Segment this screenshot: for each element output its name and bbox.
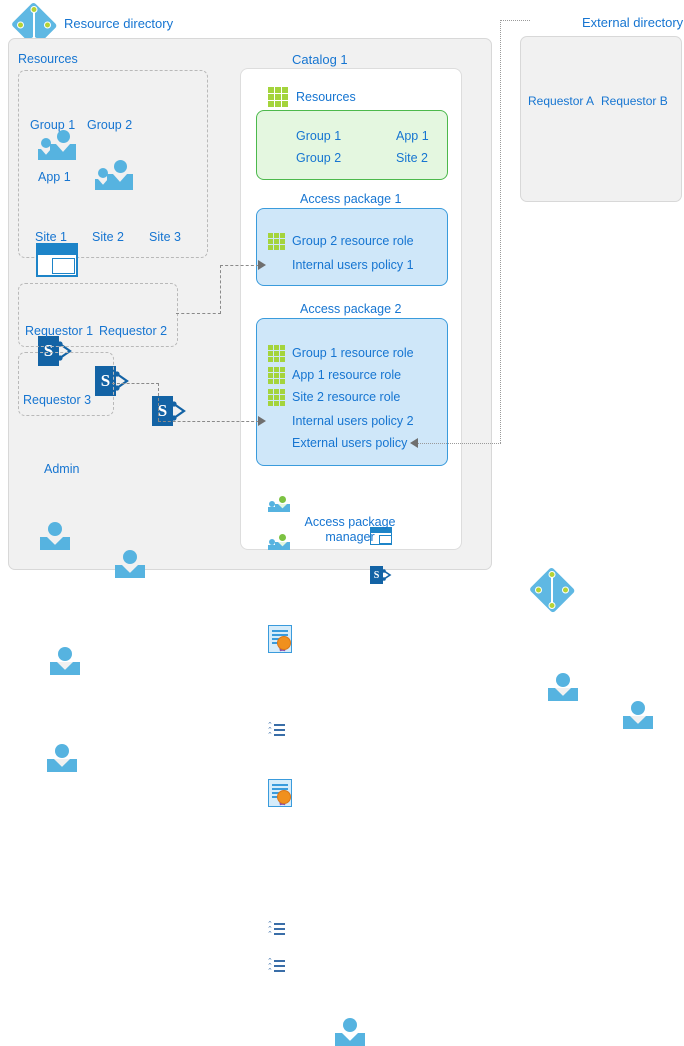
access-package-1-box bbox=[256, 208, 448, 286]
catalog-resource-group-1: Group 1 bbox=[296, 129, 342, 143]
external-directory-label: External directory bbox=[582, 15, 684, 30]
internal-requestors-group-2-box bbox=[18, 352, 114, 416]
resource-label-site-3: Site 3 bbox=[149, 230, 181, 244]
connector-arrow-internal-users-policy-2 bbox=[258, 416, 266, 426]
person-icon bbox=[335, 1018, 365, 1046]
requestor-a-label: Requestor A bbox=[528, 94, 595, 108]
connector-arrow-internal-users-policy-1 bbox=[258, 260, 266, 270]
azure-ad-icon-external-directory bbox=[525, 563, 579, 617]
catalog-resource-site-2: Site 2 bbox=[396, 151, 428, 165]
access-package-2-item-group-1-resource-role: Group 1 resource role bbox=[292, 346, 414, 360]
resource-label-site-1: Site 1 bbox=[35, 230, 67, 244]
access-package-manager-label-line-2: manager bbox=[325, 530, 375, 544]
diagram-canvas: Resource directory Resources Group 1 G bbox=[7, 0, 684, 1046]
access-package-manager-label-line-1: Access package bbox=[304, 515, 396, 529]
policy-list-icon: ⌃ ⌃ ⌃ bbox=[267, 921, 285, 938]
green-grid-icon bbox=[268, 367, 285, 384]
sharepoint-icon: S bbox=[370, 566, 392, 584]
admin-label: Admin bbox=[44, 462, 80, 476]
connector-requestors-1-2-segment-h2 bbox=[220, 265, 259, 266]
resource-directory-resources-heading: Resources bbox=[18, 52, 78, 66]
group-icon bbox=[268, 496, 290, 512]
resource-directory-resources-box bbox=[18, 70, 208, 258]
group-icon bbox=[38, 130, 78, 160]
access-package-1-label: Access package 1 bbox=[300, 192, 402, 206]
requestor-1-label: Requestor 1 bbox=[25, 324, 94, 338]
person-icon bbox=[623, 701, 653, 729]
app-icon bbox=[370, 527, 392, 545]
group-icon bbox=[95, 160, 135, 190]
catalog-resource-app-1: App 1 bbox=[396, 129, 429, 143]
person-icon bbox=[50, 647, 80, 675]
access-package-2-item-site-2-resource-role: Site 2 resource role bbox=[292, 390, 401, 404]
connector-requestors-1-2-segment-h1 bbox=[176, 313, 221, 314]
access-package-2-item-internal-users-policy-2: Internal users policy 2 bbox=[292, 414, 414, 428]
group-icon bbox=[268, 534, 290, 550]
policy-list-icon: ⌃ ⌃ ⌃ bbox=[267, 958, 285, 975]
connector-requestor-3-segment-v bbox=[158, 383, 159, 421]
sharepoint-icon: S bbox=[95, 366, 129, 396]
person-icon bbox=[47, 744, 77, 772]
access-package-1-item-group-2-resource-role: Group 2 resource role bbox=[292, 234, 414, 248]
sharepoint-icon: S bbox=[152, 396, 186, 426]
connector-requestor-3-segment-h2 bbox=[158, 421, 259, 422]
green-grid-icon bbox=[268, 345, 285, 362]
access-package-icon bbox=[268, 625, 292, 653]
requestor-3-label: Requestor 3 bbox=[23, 393, 92, 407]
resource-label-group-2: Group 2 bbox=[87, 118, 133, 132]
connector-arrow-external-users-policy bbox=[410, 438, 418, 448]
internal-requestors-group-1-box bbox=[18, 283, 178, 347]
access-package-2-item-external-users-policy: External users policy bbox=[292, 436, 408, 450]
policy-list-icon: ⌃ ⌃ ⌃ bbox=[267, 722, 285, 739]
connector-external-segment-h1 bbox=[500, 20, 530, 21]
connector-external-segment-h2 bbox=[418, 443, 501, 444]
external-directory-container bbox=[520, 36, 682, 202]
person-icon bbox=[40, 522, 70, 550]
connector-requestors-1-2-segment-v bbox=[220, 265, 221, 314]
catalog-label: Catalog 1 bbox=[292, 52, 348, 67]
green-grid-icon bbox=[268, 389, 285, 406]
app-icon bbox=[36, 243, 78, 277]
connector-external-segment-v bbox=[500, 20, 501, 443]
requestor-b-label: Requestor B bbox=[601, 94, 668, 108]
green-grid-icon bbox=[268, 233, 285, 250]
resource-label-group-1: Group 1 bbox=[30, 118, 76, 132]
access-package-1-item-internal-users-policy-1: Internal users policy 1 bbox=[292, 258, 414, 272]
person-icon bbox=[115, 550, 145, 578]
catalog-resource-group-2: Group 2 bbox=[296, 151, 342, 165]
access-package-2-label: Access package 2 bbox=[300, 302, 402, 316]
person-icon bbox=[548, 673, 578, 701]
connector-requestor-3-segment-h1 bbox=[112, 383, 159, 384]
resource-label-app-1: App 1 bbox=[38, 170, 71, 184]
catalog-resources-box bbox=[256, 110, 448, 180]
resource-directory-label: Resource directory bbox=[64, 16, 174, 31]
resource-label-site-2: Site 2 bbox=[92, 230, 124, 244]
green-grid-icon bbox=[268, 87, 288, 107]
access-package-icon bbox=[268, 779, 292, 807]
requestor-2-label: Requestor 2 bbox=[99, 324, 168, 338]
access-package-2-item-app-1-resource-role: App 1 resource role bbox=[292, 368, 402, 382]
catalog-resources-heading: Resources bbox=[296, 90, 356, 104]
